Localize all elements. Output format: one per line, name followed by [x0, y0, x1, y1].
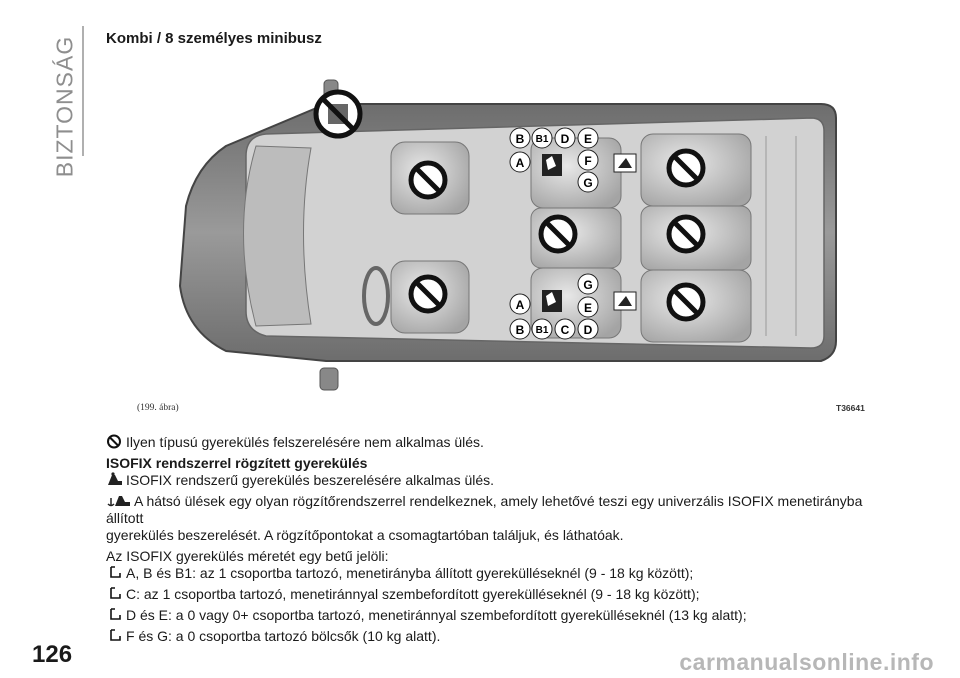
- seat-letter: E: [584, 301, 592, 315]
- seat-letters-lower: G A E B B1 C D: [509, 273, 599, 340]
- seat-outline-icon: [110, 629, 121, 641]
- dashboard: [243, 145, 312, 327]
- steering-wheel: [362, 266, 390, 326]
- seat-letter: B1: [536, 325, 549, 336]
- seat-letter: B1: [536, 134, 549, 145]
- isofix-anchor-icon: [613, 291, 637, 311]
- section-rule: [82, 26, 84, 156]
- prohibited-note: Ilyen típusú gyerekülés felszerelésére n…: [106, 434, 896, 451]
- prohibited-icon: [666, 214, 706, 254]
- prohibited-icon: [666, 282, 706, 322]
- seat-outline-icon: [110, 566, 121, 578]
- prohibited-icon: [107, 434, 121, 449]
- seat-letter: B: [516, 132, 525, 146]
- isofix-anchor-icon: [613, 153, 637, 173]
- prohibited-icon: [538, 214, 578, 254]
- prohibited-icon: [666, 148, 706, 188]
- figure-code: T36641: [836, 403, 865, 413]
- seat-letter: B: [516, 323, 525, 337]
- seat-outline-icon: [110, 608, 121, 620]
- isofix-size-intro: Az ISOFIX gyerekülés méretét egy betű je…: [106, 548, 389, 564]
- size-list-item: C: az 1 csoportba tartozó, menetiránnyal…: [106, 586, 896, 603]
- isofix-universal-note: A hátsó ülések egy olyan rögzítőrendszer…: [106, 493, 863, 543]
- seat-letter: G: [583, 278, 592, 292]
- van-seat-diagram: B B1 D E A F G G A E B B1 C: [106, 56, 873, 420]
- isofix-heading: ISOFIX rendszerrel rögzített gyerekülés: [106, 455, 368, 471]
- seat-letter: A: [516, 298, 525, 312]
- seat-letter: G: [583, 176, 592, 190]
- seat-letter: D: [584, 323, 593, 337]
- size-list-item: A, B és B1: az 1 csoportba tartozó, mene…: [106, 565, 896, 582]
- isofix-anchor-icon: [107, 496, 130, 507]
- prohibited-icon: [408, 274, 448, 314]
- size-list-item: F és G: a 0 csoportba tartozó bölcsők (1…: [106, 628, 896, 645]
- seat-outline-icon: [110, 587, 121, 599]
- isofix-seat-icon: [542, 290, 562, 312]
- section-label: BIZTONSÁG: [51, 35, 78, 178]
- side-mirror: [319, 367, 339, 391]
- isofix-note: ISOFIX rendszerű gyerekülés beszerelésér…: [106, 472, 896, 489]
- figure-caption: (199. ábra): [137, 403, 179, 413]
- seat-letter: E: [584, 132, 592, 146]
- seat-letter: D: [561, 132, 570, 146]
- page-number: 126: [32, 641, 73, 668]
- isofix-seat-icon: [108, 472, 122, 485]
- isofix-seat-icon: [542, 154, 562, 176]
- body-text: Ilyen típusú gyerekülés felszerelésére n…: [106, 434, 896, 645]
- van-illustration: B B1 D E A F G G A E B B1 C: [178, 79, 837, 391]
- section-heading: Kombi / 8 személyes minibusz: [106, 30, 322, 47]
- size-list-item: D és E: a 0 vagy 0+ csoportba tartozó, m…: [106, 607, 896, 624]
- seat-letter: A: [516, 156, 525, 170]
- airbag-warning-icon: [313, 89, 363, 139]
- prohibited-icon: [408, 160, 448, 200]
- seat-letters-upper: B B1 D E A F G: [509, 127, 599, 193]
- seat-letter: C: [561, 323, 570, 337]
- seat-letter: F: [584, 154, 591, 168]
- watermark: carmanualsonline.info: [679, 649, 934, 675]
